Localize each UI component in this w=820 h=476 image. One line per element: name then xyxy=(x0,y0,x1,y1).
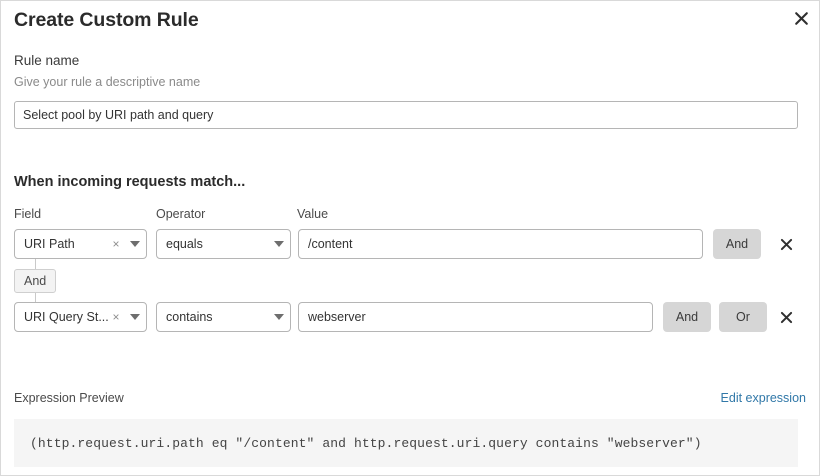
rule-name-helper-text: Give your rule a descriptive name xyxy=(14,75,201,89)
column-header-operator: Operator xyxy=(156,207,206,221)
conditions-heading: When incoming requests match... xyxy=(14,174,246,190)
operator-select-value-row-2: contains xyxy=(166,310,213,324)
chevron-down-icon[interactable] xyxy=(268,314,290,320)
operator-select-row-2[interactable]: contains xyxy=(156,302,291,332)
chevron-down-icon[interactable] xyxy=(268,241,290,247)
expression-preview-label: Expression Preview xyxy=(14,391,124,405)
close-icon xyxy=(780,238,792,250)
or-button-row-2[interactable]: Or xyxy=(719,302,767,332)
condition-row: URI Query St... × contains And Or xyxy=(1,302,819,332)
rule-name-input[interactable] xyxy=(14,101,798,129)
operator-select-value-row-1: equals xyxy=(166,237,203,251)
connector-and-chip[interactable]: And xyxy=(14,269,57,293)
field-select-value-row-1: URI Path xyxy=(24,237,75,251)
value-input-row-2[interactable] xyxy=(298,302,653,332)
clear-icon[interactable]: × xyxy=(112,310,120,324)
clear-icon[interactable]: × xyxy=(112,237,120,251)
field-select-row-2[interactable]: URI Query St... × xyxy=(14,302,147,332)
chevron-down-icon[interactable] xyxy=(124,241,146,247)
chevron-down-icon[interactable] xyxy=(124,314,146,320)
condition-row: URI Path × equals And xyxy=(1,229,819,259)
field-select-value-row-2: URI Query St... xyxy=(24,310,108,324)
expression-preview-box: (http.request.uri.path eq "/content" and… xyxy=(14,419,798,467)
column-header-field: Field xyxy=(14,207,42,221)
operator-select-row-1[interactable]: equals xyxy=(156,229,291,259)
logic-connector: And xyxy=(14,259,134,303)
delete-condition-row-2[interactable] xyxy=(775,302,797,332)
value-input-row-1[interactable] xyxy=(298,229,703,259)
close-icon-glyph xyxy=(794,11,808,25)
field-select-row-1[interactable]: URI Path × xyxy=(14,229,147,259)
edit-expression-link[interactable]: Edit expression xyxy=(720,391,806,405)
close-icon xyxy=(780,311,792,323)
page-title: Create Custom Rule xyxy=(14,9,199,31)
column-header-value: Value xyxy=(297,207,329,221)
and-button-row-2[interactable]: And xyxy=(663,302,711,332)
and-button-row-1[interactable]: And xyxy=(713,229,761,259)
close-icon[interactable] xyxy=(789,6,813,30)
expression-code: (http.request.uri.path eq "/content" and… xyxy=(30,435,702,451)
delete-condition-row-1[interactable] xyxy=(775,229,797,259)
rule-name-label: Rule name xyxy=(14,53,80,68)
